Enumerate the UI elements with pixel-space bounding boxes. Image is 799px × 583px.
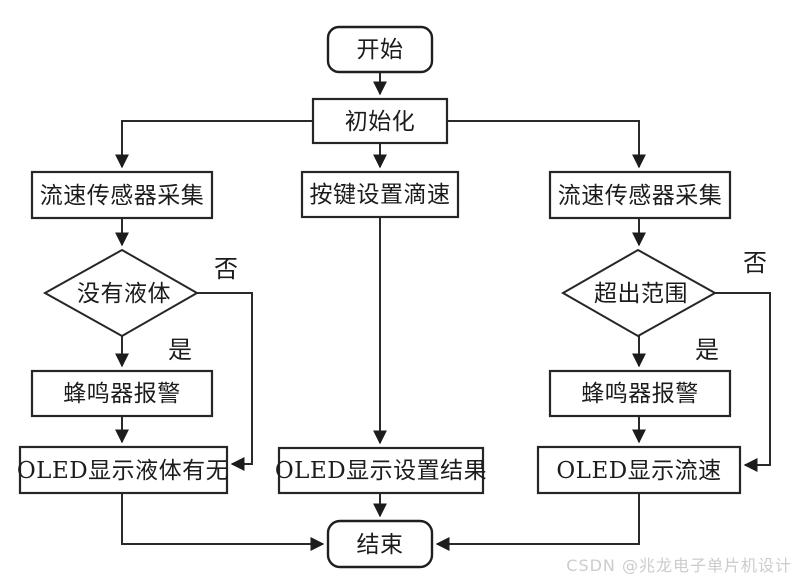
edge-label-left-yes: 是	[168, 336, 192, 364]
left-buzzer-process-shape	[30, 369, 214, 418]
right-oled-label: OLED显示流速	[556, 458, 721, 484]
watermark: CSDN @兆龙电子单片机设计	[566, 556, 792, 575]
mid-oled-process-shape	[277, 446, 485, 495]
edge-rightoled-end	[435, 493, 640, 551]
node-start: 开始	[326, 25, 434, 74]
right-decision-label: 超出范围	[594, 281, 688, 307]
edge-labels-group: 否 是 否 是	[168, 249, 767, 364]
node-init: 初始化	[311, 97, 449, 145]
start-terminator-shape	[326, 25, 434, 74]
edges-group	[115, 72, 771, 551]
node-end: 结束	[326, 519, 434, 569]
right-buzzer-process-shape	[548, 369, 732, 418]
mid-oled-label: OLED显示设置结果	[275, 458, 487, 484]
edge-label-right-yes: 是	[695, 336, 719, 364]
node-right-buzzer: 蜂鸣器报警	[548, 369, 732, 418]
edge-rightdecision-rightoled-no	[715, 292, 771, 472]
node-mid-oled: OLED显示设置结果	[275, 446, 487, 495]
right-collect-process-shape	[548, 170, 732, 220]
start-label: 开始	[357, 37, 404, 63]
node-left-oled: OLED显示液体有无	[17, 445, 229, 495]
left-collect-process-shape	[30, 170, 214, 220]
init-label: 初始化	[345, 109, 416, 135]
mid-set-label: 按键设置滴速	[310, 182, 451, 208]
edge-leftdecision-leftoled-no	[197, 292, 253, 471]
edge-init-rightcollect	[447, 120, 646, 169]
right-collect-label: 流速传感器采集	[558, 183, 723, 209]
node-right-oled: OLED显示流速	[536, 445, 742, 495]
node-left-decision: 没有液体	[42, 248, 200, 338]
init-process-shape	[311, 97, 449, 145]
end-terminator-shape	[326, 519, 434, 569]
left-oled-process-shape	[18, 445, 229, 495]
edge-leftoled-end	[121, 493, 325, 551]
end-label: 结束	[357, 532, 404, 558]
mid-set-process-shape	[300, 170, 460, 219]
right-decision-diamond-shape	[560, 248, 718, 338]
edge-label-left-no: 否	[214, 255, 238, 283]
left-decision-label: 没有液体	[77, 281, 171, 307]
left-decision-diamond-shape	[42, 248, 200, 338]
left-buzzer-label: 蜂鸣器报警	[63, 381, 181, 407]
node-right-decision: 超出范围	[560, 248, 718, 338]
node-mid-set: 按键设置滴速	[300, 170, 460, 219]
node-left-collect: 流速传感器采集	[30, 170, 214, 220]
edge-label-right-no: 否	[743, 249, 767, 277]
left-oled-label: OLED显示液体有无	[17, 458, 229, 484]
left-collect-label: 流速传感器采集	[40, 183, 205, 209]
right-oled-process-shape	[536, 445, 742, 495]
right-buzzer-label: 蜂鸣器报警	[581, 381, 699, 407]
node-right-collect: 流速传感器采集	[548, 170, 732, 220]
node-left-buzzer: 蜂鸣器报警	[30, 369, 214, 418]
edge-init-leftcollect	[115, 120, 313, 169]
